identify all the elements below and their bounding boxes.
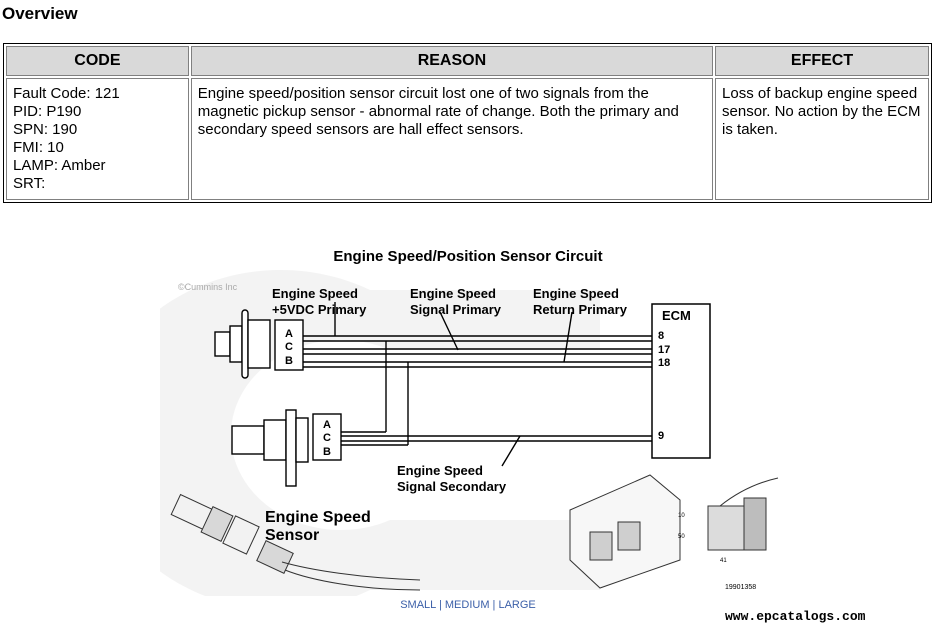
connector-number-41: 41 xyxy=(720,558,727,564)
primary-pin-a: A xyxy=(285,328,293,340)
ecm-label: ECM xyxy=(662,308,691,323)
signal-primary-label-line1: Engine Speed xyxy=(410,286,496,301)
spn-line: SPN: 190 xyxy=(13,121,78,138)
lamp-line: LAMP: Amber xyxy=(13,157,106,174)
table-header-row: CODE REASON EFFECT xyxy=(6,46,929,76)
secondary-pin-b: B xyxy=(323,446,331,458)
ecm-pin-9: 9 xyxy=(658,430,664,442)
figure-title: Engine Speed/Position Sensor Circuit xyxy=(333,248,603,265)
sensor-photo-illustration xyxy=(170,493,421,591)
plus5v-label-line2: +5VDC Primary xyxy=(272,302,367,317)
size-separator: | xyxy=(492,599,496,611)
reason-cell: Engine speed/position sensor circuit los… xyxy=(190,78,714,200)
size-large-link[interactable]: LARGE xyxy=(498,599,536,611)
primary-pin-c: C xyxy=(285,341,293,353)
column-header-code: CODE xyxy=(6,46,189,76)
image-size-links: SMALL | MEDIUM | LARGE xyxy=(0,599,936,611)
column-header-effect: EFFECT xyxy=(715,46,929,76)
primary-pin-b: B xyxy=(285,355,293,367)
page-heading: Overview xyxy=(2,4,78,23)
plus5v-label-line1: Engine Speed xyxy=(272,286,358,301)
return-primary-label-line1: Engine Speed xyxy=(533,286,619,301)
effect-cell: Loss of backup engine speed sensor. No a… xyxy=(715,78,929,200)
fault-code-line: Fault Code: 121 xyxy=(13,85,120,102)
signal-primary-label-line2: Signal Primary xyxy=(410,302,502,317)
circuit-wires xyxy=(303,302,652,467)
primary-sensor-graphic xyxy=(214,309,304,379)
size-medium-link[interactable]: MEDIUM xyxy=(444,599,490,611)
sensor-label-line2: Sensor xyxy=(265,527,319,544)
column-header-reason: REASON xyxy=(190,46,714,76)
watermark-url: www.epcatalogs.com xyxy=(725,609,866,624)
size-separator: | xyxy=(438,599,442,611)
signal-secondary-label-line1: Engine Speed xyxy=(397,463,483,478)
secondary-pin-a: A xyxy=(323,419,331,431)
size-small-link[interactable]: SMALL xyxy=(400,599,436,611)
copyright-text: ©Cummins Inc xyxy=(178,282,238,292)
figure-number: 19901358 xyxy=(725,584,756,591)
fault-code-table: CODE REASON EFFECT Fault Code: 121 PID: … xyxy=(3,43,932,203)
connector-number-50: 50 xyxy=(678,534,685,540)
table-row: Fault Code: 121 PID: P190 SPN: 190 FMI: … xyxy=(6,78,929,200)
cummins-watermark-logo xyxy=(160,270,600,596)
secondary-sensor-graphic xyxy=(231,409,342,487)
signal-secondary-label-line2: Signal Secondary xyxy=(397,479,507,494)
ecm-module-illustration xyxy=(569,474,779,589)
ecm-pin-18: 18 xyxy=(658,357,670,369)
circuit-diagram: ©Cummins Inc A C B A C B ECM 8 17 18 9 xyxy=(160,270,779,596)
connector-number-10: 10 xyxy=(678,513,685,519)
fmi-line: FMI: 10 xyxy=(13,139,64,156)
ecm-box xyxy=(651,303,711,459)
return-primary-label-line2: Return Primary xyxy=(533,302,628,317)
sensor-label-line1: Engine Speed xyxy=(265,509,371,526)
secondary-pin-c: C xyxy=(323,432,331,444)
srt-line: SRT: xyxy=(13,175,46,192)
pid-line: PID: P190 xyxy=(13,103,82,120)
ecm-pin-8: 8 xyxy=(658,330,664,342)
ecm-pin-17: 17 xyxy=(658,344,670,356)
code-cell: Fault Code: 121 PID: P190 SPN: 190 FMI: … xyxy=(6,78,189,200)
